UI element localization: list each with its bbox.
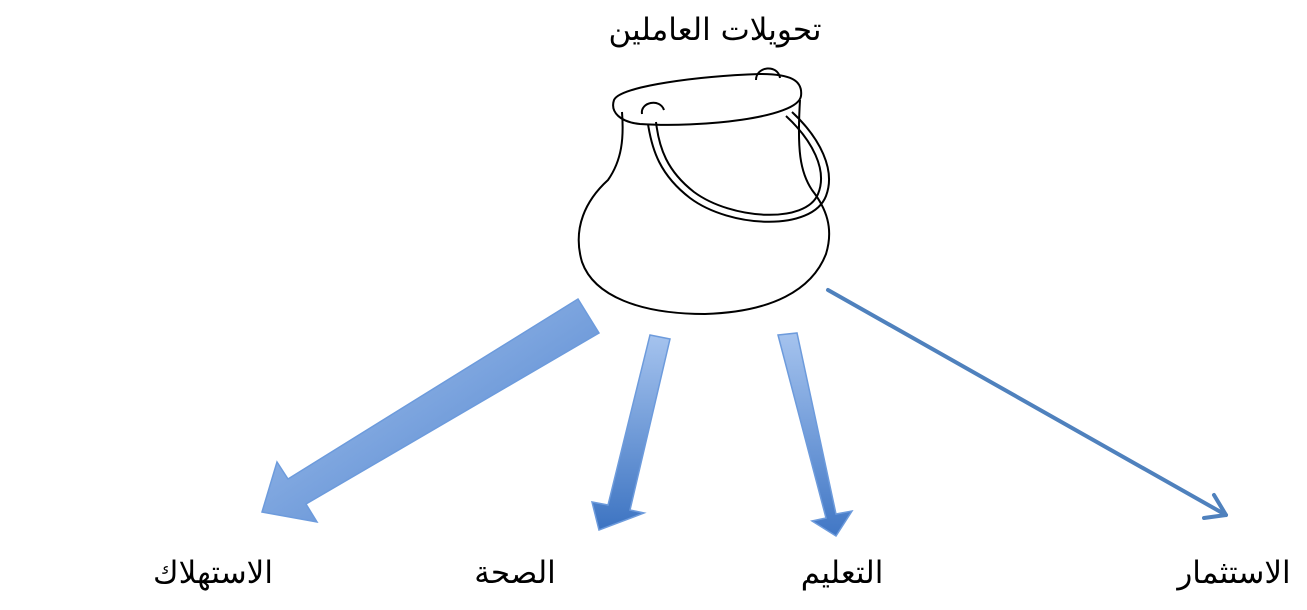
- arrow-consumption: [262, 299, 599, 522]
- pot-handle-inner: [656, 116, 821, 215]
- label-consumption: الاستهلاك: [153, 553, 273, 593]
- diagram-title: تحويلات العاملين: [608, 10, 821, 50]
- arrow-health: [592, 335, 670, 530]
- arrow-education: [778, 333, 852, 536]
- label-investment: الاستثمار: [1177, 553, 1290, 593]
- label-education: التعليم: [801, 553, 884, 593]
- label-health: الصحة: [474, 553, 556, 593]
- pot-rim: [613, 74, 801, 125]
- pot-icon: [579, 68, 829, 314]
- arrow-investment: [828, 290, 1226, 518]
- pot-ear-left: [642, 103, 664, 114]
